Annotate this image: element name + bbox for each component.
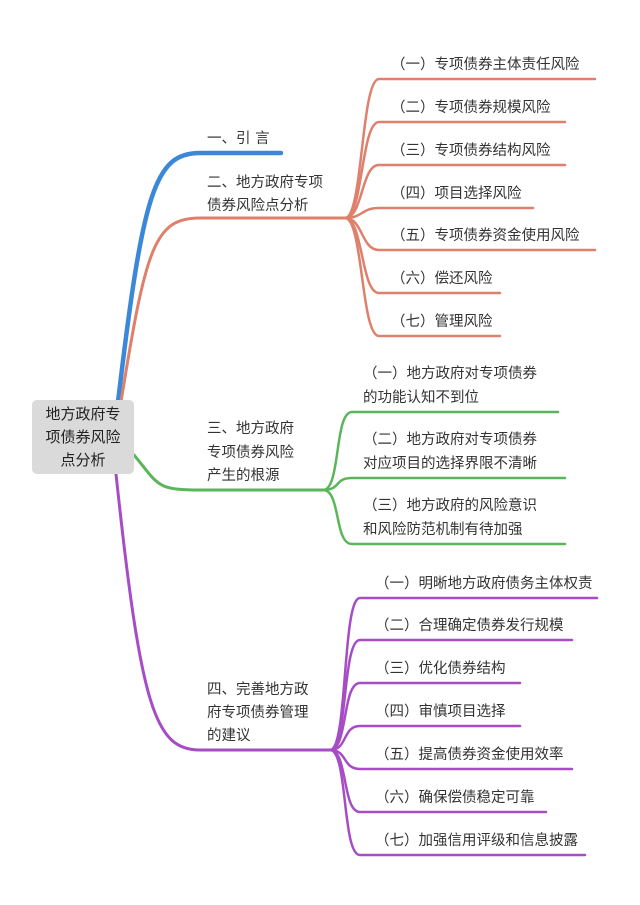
branch-3-child-3-line	[321, 488, 567, 546]
branch-2-label: 二、地方政府专项	[207, 174, 323, 191]
branch-3-child-1-line	[321, 410, 560, 492]
branch-4-child-2-line	[328, 638, 574, 752]
branch-4-label: 四、完善地方政	[207, 681, 309, 698]
branch-3-label: 专项债券风险	[207, 444, 294, 461]
branch-3-label: 三、地方政府	[207, 420, 294, 437]
branch-3-child-1-label: 的功能认知不到位	[363, 389, 479, 406]
branch-4-child-4-label: （四）审慎项目选择	[375, 703, 506, 720]
branch-2-child-7-line	[343, 216, 502, 338]
branch-3-child-2-line	[321, 476, 567, 492]
branch-2-child-5-label: （五）专项债券资金使用风险	[391, 227, 580, 244]
branch-4-label: 的建议	[207, 727, 251, 744]
branch-4-child-2-label: （二）合理确定债券发行规模	[375, 617, 564, 634]
branch-2-label: 债券风险点分析	[207, 197, 309, 214]
root-node	[32, 400, 134, 474]
branch-3-child-2-label: （二）地方政府对专项债券	[363, 431, 537, 448]
branch-4-child-7-line	[328, 748, 587, 857]
branch-2-child-2-label: （二）专项债券规模风险	[391, 99, 551, 116]
branch-4-child-1-label: （一）明晰地方政府债务主体权责	[375, 575, 593, 592]
root-node-label: 项债券风险	[45, 428, 120, 446]
branch-4-child-4-line	[328, 724, 522, 752]
branch-3-child-3-label: 和风险防范机制有待加强	[363, 521, 523, 538]
branch-4-child-3-label: （三）优化债券结构	[375, 660, 506, 677]
branch-4-child-3-line	[328, 681, 522, 752]
root-node-label: 点分析	[60, 451, 105, 469]
branch-1-label: 一、引 言	[207, 130, 270, 147]
branch-2-child-6-label: （六）偿还风险	[391, 270, 493, 287]
branch-2-child-3-label: （三）专项债券结构风险	[391, 142, 551, 159]
branch-2-line	[119, 216, 347, 404]
branch-3-child-1-label: （一）地方政府对专项债券	[363, 365, 537, 382]
branch-2-child-2-line	[343, 120, 567, 220]
root-node-label: 地方政府专	[45, 405, 120, 423]
branch-3-child-2-label: 对应项目的选择界限不清晰	[363, 454, 537, 472]
branch-2-child-3-line	[343, 163, 567, 220]
branch-4-child-5-label: （五）提高债券资金使用效率	[375, 746, 564, 763]
branch-1-line	[115, 150, 284, 405]
branch-2-child-1-label: （一）专项债券主体责任风险	[391, 56, 580, 73]
branch-3-child-3-label: （三）地方政府的风险意识	[363, 496, 537, 514]
branch-4-line	[114, 472, 332, 752]
branch-3-line	[132, 453, 325, 492]
branch-4-child-7-label: （七）加强信用评级和信息披露	[375, 832, 578, 849]
branch-2-child-4-line	[343, 206, 535, 220]
branch-2-child-7-label: （七）管理风险	[391, 313, 493, 330]
branch-4-child-6-label: （六）确保偿债稳定可靠	[375, 789, 535, 806]
branch-4-label: 府专项债券管理	[207, 704, 309, 721]
branch-3-label: 产生的根源	[207, 467, 280, 484]
branch-2-child-4-label: （四）项目选择风险	[391, 185, 522, 202]
